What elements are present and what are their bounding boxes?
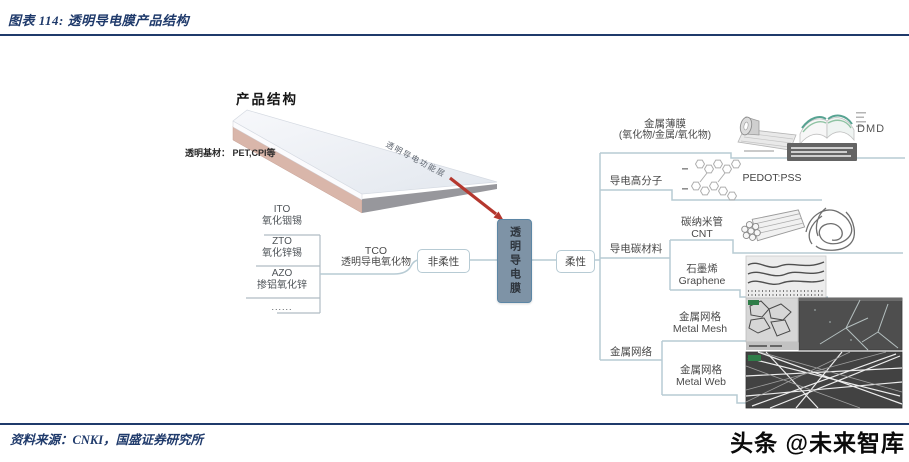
pedot-molecule-image <box>682 159 741 201</box>
roll-film-image <box>737 116 797 152</box>
header-rule <box>0 34 909 36</box>
watermark: 头条 @未来智库 <box>730 430 905 456</box>
root-node: 透明导电膜 <box>497 219 532 303</box>
dmd-structure-image <box>787 112 866 161</box>
metal-mesh-image-1 <box>745 297 799 350</box>
graphene-image <box>745 255 827 299</box>
product-structure-title: 产品结构 <box>236 92 298 107</box>
film-illustration <box>232 109 498 214</box>
figure-title: 图表 114: 透明导电膜产品结构 <box>8 13 190 28</box>
carbon-label: 导电碳材料 <box>609 243 663 255</box>
metal-mesh-image-2 <box>798 297 903 351</box>
metal-network-label: 金属网络 <box>610 346 652 358</box>
cnt-bundle-image <box>741 209 806 242</box>
material-row-more: ...... <box>271 302 293 312</box>
dmd-tag: DMD <box>857 123 886 135</box>
metal-web-image <box>745 351 903 409</box>
rigid-branch-box: 非柔性 <box>417 249 470 273</box>
metal-film-label: 金属薄膜 (氧化物/金属/氧化物) <box>618 118 712 141</box>
flexible-branch-box: 柔性 <box>556 250 595 273</box>
polymer-label: 导电高分子 <box>609 175 663 187</box>
pedot-tag: PEDOT:PSS <box>742 172 802 184</box>
substrate-label: 透明基材： PET,CPI等 <box>185 148 276 158</box>
pointer-arrow <box>449 176 504 221</box>
source-note: 资料来源：CNKI，国盛证券研究所 <box>10 433 204 447</box>
cnt-tangle-image <box>805 207 856 251</box>
footer-rule <box>0 423 909 425</box>
